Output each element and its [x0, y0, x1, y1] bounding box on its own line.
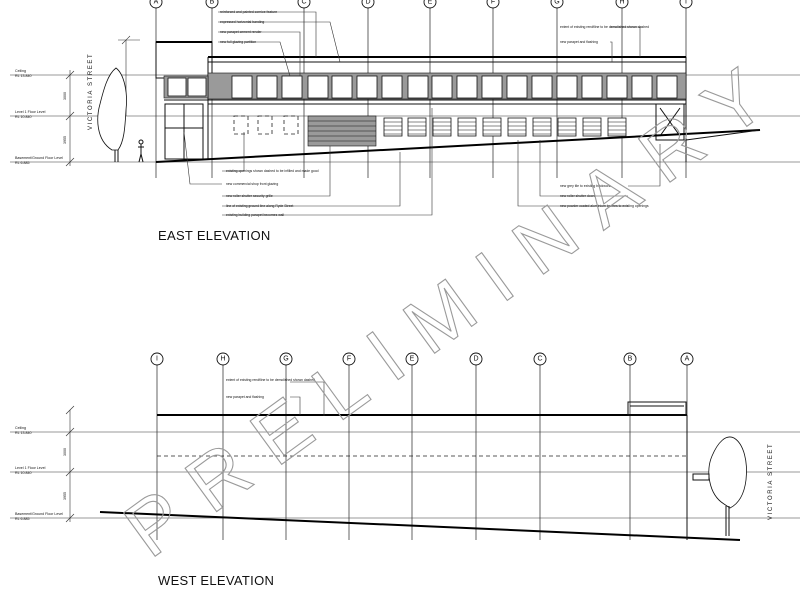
west-grid-bubbles: I H G F E D C B A [150, 352, 694, 366]
level-label-ceiling: Ceiling [15, 426, 26, 430]
svg-text:D: D [473, 356, 478, 363]
west-tree [692, 436, 747, 536]
level1-windows [167, 75, 678, 99]
grid-bubble-f: F [342, 352, 356, 366]
grid-bubble-e: E [423, 0, 437, 9]
grid-bubble-g: G [279, 352, 293, 366]
east-leaders [183, 11, 661, 216]
level-label-ceiling: Ceiling [15, 69, 26, 73]
west-level-lines [10, 405, 800, 523]
grid-bubble-e: E [405, 352, 419, 366]
note-glazing: new full glazing partition [220, 40, 256, 44]
level-label-ground: Basement/Ground Floor Level [15, 512, 63, 516]
level-rl-level1: RL 10.840 [15, 115, 31, 119]
grid-bubble-a: A [680, 352, 694, 366]
svg-text:E: E [428, 0, 433, 6]
west-level-labels: Ceiling RL 13.840 Level 1 Floor Level RL… [15, 426, 67, 521]
level-rl-ground: RL 6.885 [15, 161, 29, 165]
level-rl-level1: RL 10.840 [15, 471, 31, 475]
svg-text:A: A [685, 356, 690, 363]
svg-text:F: F [347, 356, 351, 363]
grid-bubble-d: D [361, 0, 375, 9]
east-elevation-title: EAST ELEVATION [158, 228, 271, 243]
east-building [155, 41, 761, 163]
east-elevation: A B C D E F G H I Ceiling RL 13 [10, 0, 800, 243]
dimension-3955: 3955 [63, 492, 67, 500]
note-parapet-flashing: new parapet and flashing [226, 395, 264, 399]
note-ground-line: line of existing ground line along Ryde … [226, 204, 293, 208]
ground-louvres [383, 117, 627, 137]
level-rl-ground: RL 6.885 [15, 517, 29, 521]
svg-text:G: G [283, 356, 288, 363]
svg-text:A: A [154, 0, 159, 6]
note-demolish-extent: extent of existing rendfline to be demol… [560, 25, 649, 29]
note-parapet-flashing: new parapet and flashing [560, 40, 598, 44]
grid-bubble-b: B [623, 352, 637, 366]
grid-bubble-f: F [486, 0, 500, 9]
grid-bubble-c: C [533, 352, 547, 366]
svg-text:B: B [628, 356, 633, 363]
note-banding: expressed horizontal banding [220, 20, 264, 24]
grid-bubble-c: C [297, 0, 311, 9]
west-notes: extent of existing rendfline to be demol… [226, 378, 315, 399]
note-parapet-wall: existing building parapet becomes wall [226, 213, 284, 217]
svg-text:I: I [156, 356, 158, 363]
west-street-label: VICTORIA STREET [768, 443, 774, 520]
dimension-3000: 3000 [63, 92, 67, 100]
west-elevation: I H G F E D C B A Ceiling RL 13.840 Leve… [10, 352, 800, 588]
note-infill-openings: existing openings shown dashed to be inf… [226, 169, 319, 173]
grid-bubble-i: I [150, 352, 164, 366]
west-elevation-title: WEST ELEVATION [158, 573, 274, 588]
note-cornice: reinforced and painted cornice feature [220, 10, 277, 14]
note-roller-grille: new roller shutter security grille [226, 194, 273, 198]
level-label-level1: Level 1 Floor Level [15, 466, 46, 470]
level-rl-ceiling: RL 13.840 [15, 74, 31, 78]
west-building [99, 401, 741, 541]
grid-bubble-b: B [205, 0, 219, 9]
svg-text:E: E [410, 356, 415, 363]
dimension-3955: 3955 [63, 136, 67, 144]
svg-text:I: I [685, 0, 687, 6]
grid-bubble-a: A [149, 0, 163, 9]
west-leaders [290, 381, 325, 416]
grid-bubble-h: H [615, 0, 629, 9]
grid-bubble-g: G [550, 0, 564, 9]
level-rl-ceiling: RL 13.840 [15, 431, 31, 435]
note-roller-doors: new roller shutter doors [560, 194, 596, 198]
grid-bubble-d: D [469, 352, 483, 366]
level-label-level1: Level 1 Floor Level [15, 110, 46, 114]
grid-bubble-i: I [679, 0, 693, 9]
note-louvres: new powder coated aluminium louvres to e… [560, 204, 649, 208]
svg-text:F: F [491, 0, 495, 6]
grid-bubble-h: H [216, 352, 230, 366]
note-demolish-extent: extent of existing rendfline to be demol… [226, 378, 315, 382]
svg-text:H: H [220, 356, 225, 363]
east-street-label: VICTORIA STREET [88, 53, 94, 130]
svg-text:G: G [554, 0, 559, 6]
note-shopfront: new commercial shop front glazing [226, 182, 278, 186]
dimension-3000: 3000 [63, 448, 67, 456]
note-parapet-render: new parapet cement render [220, 30, 262, 34]
east-person-figure [138, 139, 144, 163]
east-grid-bubbles: A B C D E F G H I [149, 0, 693, 9]
level-label-ground: Basement/Ground Floor Level [15, 156, 63, 160]
east-level-labels: Ceiling RL 13.840 Level 1 Floor Level RL… [15, 69, 67, 165]
svg-text:H: H [619, 0, 624, 6]
svg-text:C: C [537, 356, 542, 363]
svg-text:C: C [301, 0, 306, 6]
svg-text:B: B [210, 0, 215, 6]
note-grey-tile: new grey tile to existing brickwork [560, 184, 611, 188]
svg-text:D: D [365, 0, 370, 6]
east-tree [97, 67, 127, 162]
east-notes: reinforced and painted cornice feature e… [220, 10, 649, 217]
